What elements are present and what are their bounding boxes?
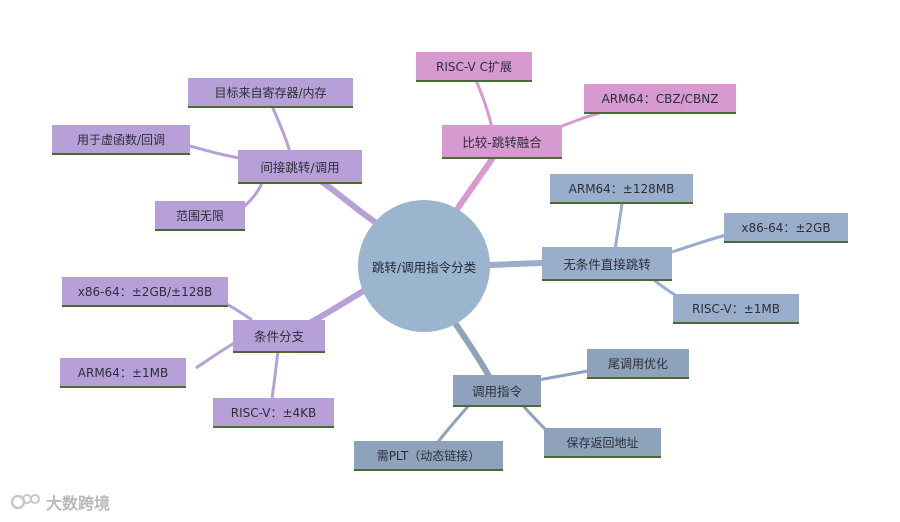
leaf-indirect-3[interactable]: 范围无限 xyxy=(155,201,245,231)
leaf-conditional-2[interactable]: ARM64：±1MB xyxy=(60,358,186,388)
connector-conditional-2 xyxy=(195,340,237,370)
leaf-direct-2[interactable]: x86-64：±2GB xyxy=(724,213,848,243)
leaf-call-2[interactable]: 保存返回地址 xyxy=(544,428,661,458)
leaf-fused-1[interactable]: RISC-V C扩展 xyxy=(416,52,532,82)
connector-indirect-2 xyxy=(189,144,241,160)
leaf-call-1[interactable]: 尾调用优化 xyxy=(587,349,689,379)
branch-call[interactable]: 调用指令 xyxy=(453,375,541,407)
connector-indirect-1 xyxy=(270,105,292,153)
leaf-indirect-2[interactable]: 用于虚函数/回调 xyxy=(52,125,190,155)
connector-call-1 xyxy=(537,369,589,382)
logo-mark-icon xyxy=(10,494,40,510)
connector-fused-1 xyxy=(474,79,494,129)
branch-direct[interactable]: 无条件直接跳转 xyxy=(542,247,672,281)
branch-conditional[interactable]: 条件分支 xyxy=(233,320,325,353)
connector-call xyxy=(452,320,493,381)
branch-fused[interactable]: 比较-跳转融合 xyxy=(442,125,562,159)
connector-call-3 xyxy=(436,403,472,443)
connector-direct-2 xyxy=(671,233,727,254)
leaf-call-3[interactable]: 需PLT（动态链接） xyxy=(354,441,503,471)
leaf-conditional-1[interactable]: x86-64：±2GB/±128B xyxy=(62,277,228,307)
leaf-conditional-3[interactable]: RISC-V：±4KB xyxy=(213,398,334,428)
branch-indirect[interactable]: 间接跳转/调用 xyxy=(238,150,362,184)
leaf-direct-3[interactable]: RISC-V：±1MB xyxy=(673,294,799,324)
watermark-text: 大数跨境 xyxy=(46,494,111,513)
leaf-direct-1[interactable]: ARM64：±128MB xyxy=(550,174,693,204)
leaf-fused-2[interactable]: ARM64：CBZ/CBNZ xyxy=(584,84,736,114)
connector-direct-1 xyxy=(613,202,624,251)
leaf-indirect-1[interactable]: 目标来自寄存器/内存 xyxy=(188,78,353,108)
center-topic[interactable]: 跳转/调用指令分类 xyxy=(358,200,490,332)
connector-conditional-3 xyxy=(270,349,280,399)
watermark: 大数跨境 xyxy=(10,490,110,514)
connector-direct xyxy=(487,260,545,268)
